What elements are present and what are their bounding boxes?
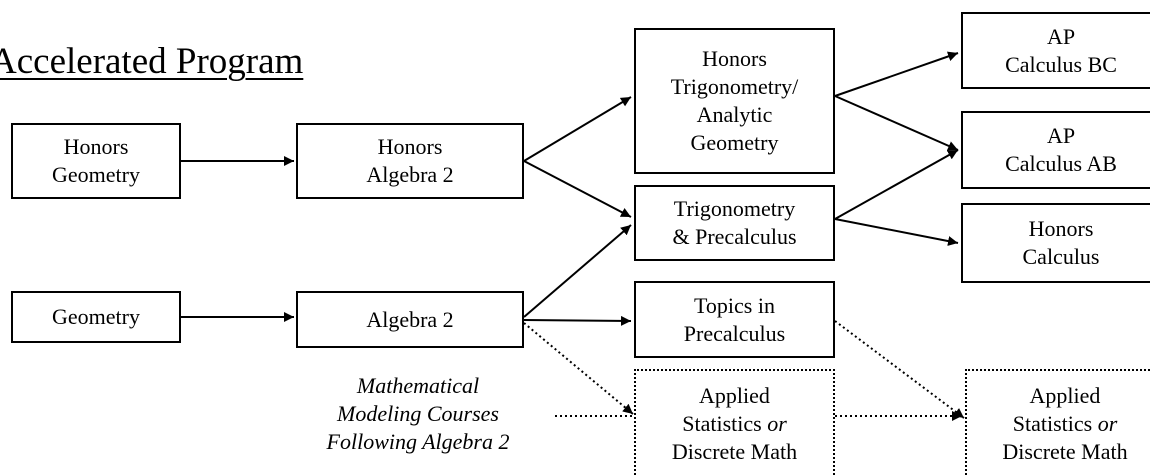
node-text-italic: or bbox=[1097, 411, 1118, 436]
node-text: Discrete Math bbox=[1002, 439, 1128, 464]
node-text: Statistics or bbox=[1013, 410, 1118, 438]
node-text: Precalculus bbox=[683, 320, 786, 346]
node-text: Calculus AB bbox=[1005, 151, 1117, 176]
edge-topics-precalc-to-applied-stats-2 bbox=[834, 320, 965, 419]
node-topics-precalculus: Topics in Precalculus bbox=[634, 281, 835, 358]
node-text: Calculus bbox=[1022, 244, 1100, 269]
diagram-title: Accelerated Program bbox=[0, 41, 304, 82]
node-honors-geometry: Honors Geometry bbox=[11, 123, 181, 199]
edge-algebra2-to-topics-precalc bbox=[523, 315, 632, 326]
node-text: Applied bbox=[1029, 383, 1101, 408]
node-text: Statistics or bbox=[682, 410, 787, 438]
node-text: Honors bbox=[63, 134, 129, 159]
modeling-courses-note: Mathematical Modeling Courses Following … bbox=[268, 372, 568, 456]
node-text: Geometry bbox=[52, 304, 140, 329]
edge-honors-trig-to-ap-calc-bc bbox=[834, 51, 959, 97]
node-trig-precalculus: Trigonometry & Precalculus bbox=[634, 185, 835, 261]
edge-honors-trig-to-ap-calc-ab bbox=[834, 95, 959, 151]
edge-honors-algebra2-to-honors-trig bbox=[523, 96, 632, 162]
node-honors-algebra2: Honors Algebra 2 bbox=[296, 123, 524, 199]
node-text-part: Statistics bbox=[682, 411, 762, 436]
node-text: Geometry bbox=[52, 162, 140, 187]
node-text: AP bbox=[1046, 23, 1076, 49]
node-honors-trigonometry: Honors Trigonometry/ Analytic Geometry bbox=[634, 28, 835, 174]
edge-honors-algebra2-to-trig-precalc bbox=[523, 160, 632, 218]
node-text: Honors bbox=[377, 134, 443, 159]
node-text: Analytic bbox=[696, 102, 773, 127]
node-text: Honors bbox=[702, 46, 767, 71]
node-text: Geometry bbox=[690, 130, 779, 155]
node-honors-calculus: Honors Calculus bbox=[961, 203, 1150, 283]
note-line: Mathematical bbox=[356, 373, 480, 398]
edge-trig-precalc-to-honors-calc bbox=[834, 218, 959, 246]
edge-algebra2-to-applied-stats bbox=[523, 322, 634, 415]
node-algebra2: Algebra 2 bbox=[296, 291, 524, 348]
node-text: Discrete Math bbox=[671, 439, 798, 464]
note-line: Following Algebra 2 bbox=[326, 429, 510, 454]
node-applied-statistics-2: Applied Statistics or Discrete Math bbox=[965, 369, 1150, 476]
node-text: Topics in bbox=[694, 292, 775, 318]
node-text: Honors bbox=[1028, 216, 1094, 241]
node-text-part: Statistics bbox=[1012, 411, 1093, 436]
node-text: Applied bbox=[699, 383, 770, 408]
node-applied-statistics: Applied Statistics or Discrete Math bbox=[634, 369, 835, 476]
node-text: Algebra 2 bbox=[366, 162, 454, 187]
node-ap-calculus-bc: AP Calculus BC bbox=[961, 12, 1150, 89]
node-text: Trigonometry/ bbox=[670, 74, 799, 99]
node-text: & Precalculus bbox=[672, 224, 797, 249]
node-geometry: Geometry bbox=[11, 291, 181, 343]
edge-trig-precalc-to-ap-calc-ab bbox=[834, 149, 959, 220]
node-text: Algebra 2 bbox=[366, 306, 454, 332]
node-text-italic: or bbox=[767, 411, 787, 436]
edge-algebra2-to-trig-precalc bbox=[523, 224, 632, 318]
note-line: Modeling Courses bbox=[337, 401, 499, 426]
node-text: AP bbox=[1046, 123, 1076, 148]
node-ap-calculus-ab: AP Calculus AB bbox=[961, 111, 1150, 189]
node-text: Calculus BC bbox=[1005, 51, 1117, 77]
node-text: Trigonometry bbox=[673, 196, 796, 221]
